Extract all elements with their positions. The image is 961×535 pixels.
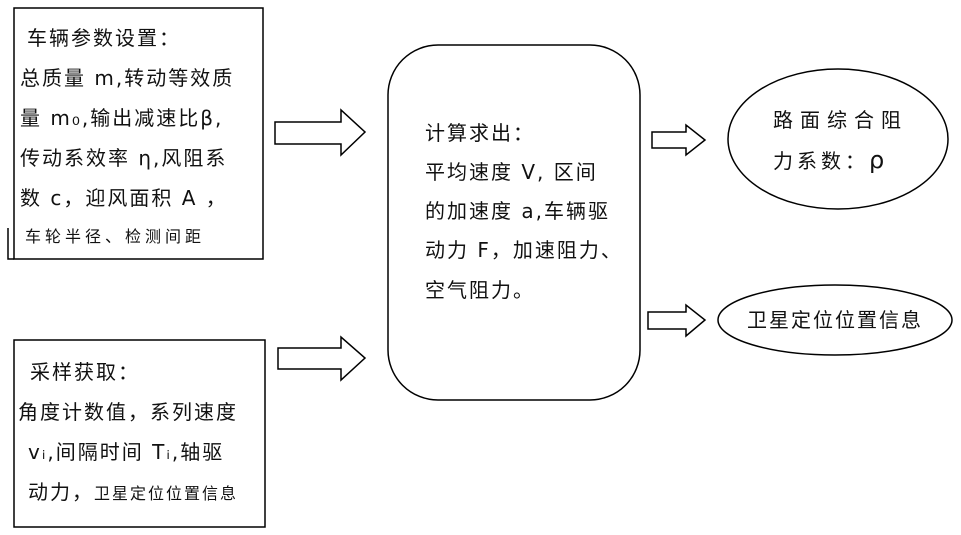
- vehicle-params-line: 总质量 m,转动等效质: [20, 66, 234, 90]
- road-resistance-line: 力系数：ρ: [773, 148, 884, 173]
- vehicle-params-line: 量 m₀,输出减速比β,: [20, 106, 223, 130]
- vehicle-params-line: 数 c，迎风面积 A ，: [20, 186, 228, 210]
- sampling-line: vᵢ,间隔时间 Tᵢ,轴驱: [28, 440, 224, 464]
- vehicle-params-line: 传动系效率 η,风阻系: [20, 146, 227, 170]
- vehicle-params-box-tick: [8, 228, 14, 259]
- satellite-position-label: 卫星定位位置信息: [718, 308, 952, 332]
- road-resistance-line: 路面综合阻: [773, 108, 908, 132]
- arrow-calculation-to-road-resistance: [652, 125, 705, 155]
- sampling-title: 采样获取：: [30, 360, 140, 384]
- sampling-line: 角度计数值，系列速度: [18, 400, 238, 424]
- rho-symbol: ρ: [869, 146, 884, 174]
- arrow-params-to-calculation: [275, 110, 365, 155]
- sampling-last-line-lead: 动力，: [28, 480, 94, 504]
- arrow-sampling-to-calculation: [278, 337, 365, 380]
- vehicle-params-title: 车辆参数设置：: [27, 26, 181, 50]
- calculation-line: 的加速度 a,车辆驱: [425, 199, 610, 223]
- calculation-line: 动力 F，加速阻力、: [425, 238, 623, 262]
- calculation-line: 平均速度 V, 区间: [425, 160, 598, 184]
- calculation-line: 空气阻力。: [425, 278, 535, 302]
- sampling-last-line: 动力，卫星定位位置信息: [28, 480, 238, 506]
- calculation-title: 计算求出：: [425, 121, 535, 145]
- sampling-last-line-tail: 卫星定位位置信息: [94, 484, 238, 503]
- arrow-calculation-to-satellite: [648, 305, 705, 336]
- road-resistance-label: 力系数：: [773, 149, 869, 173]
- vehicle-params-last-line: 车轮半径、检测间距: [25, 225, 205, 249]
- road-resistance-ellipse: [728, 69, 948, 209]
